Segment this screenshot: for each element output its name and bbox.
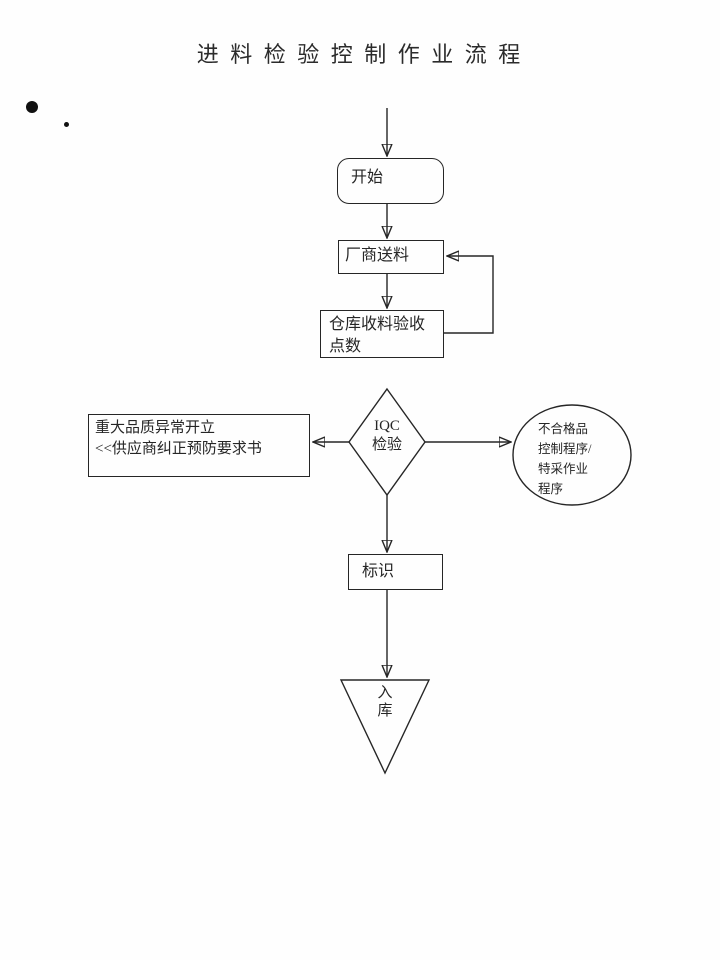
page-title: 进 料 检 验 控 制 作 业 流 程 — [196, 42, 524, 67]
small-dot-icon — [64, 122, 69, 127]
warehouse-receive-node: 仓库收料验收 点数 — [320, 310, 444, 358]
connector-warehouse-feedback-to-vendor — [444, 256, 494, 334]
nonconforming-ellipse-shape — [512, 404, 632, 506]
iqc-inspection-label: IQC 检验 — [371, 418, 402, 453]
marking-node: 标识 — [348, 554, 443, 590]
vendor-delivery-node: 厂商送料 — [338, 240, 444, 274]
iqc-diamond-shape — [348, 387, 426, 497]
nonconforming-procedure-label: 不合格品 控制程序/ 特采作业 程序 — [538, 422, 592, 496]
inbound-triangle-shape — [339, 679, 431, 775]
bullet-icon — [26, 101, 38, 113]
inbound-storage-label: 入 库 — [377, 685, 393, 719]
quality-exception-node: 重大品质异常开立 <<供应商纠正预防要求书 — [88, 414, 310, 477]
start-node: 开始 — [337, 158, 444, 204]
